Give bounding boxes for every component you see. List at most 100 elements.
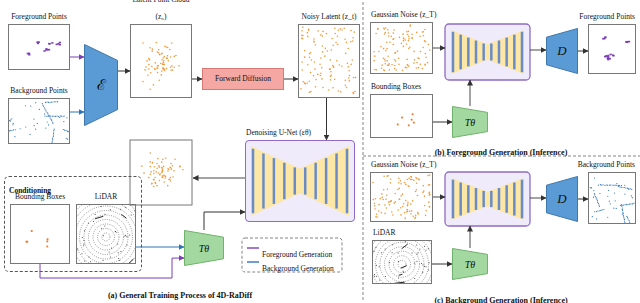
panel-divider: [363, 2, 364, 301]
flow-connector: [70, 57, 84, 58]
node-label: Gaussian Noise (z_T): [371, 10, 436, 19]
symbol-label: Tθ: [465, 259, 475, 270]
noisy-points: [373, 24, 430, 71]
process-box: Forward Diffusion: [202, 68, 284, 90]
heading-wrap: Background Points: [578, 153, 635, 171]
flow-connector: [284, 79, 298, 80]
flow-connector: [578, 199, 588, 200]
heading-wrap: Bounding Boxes: [371, 75, 421, 93]
node-label: Noisy Latent (z_t): [302, 12, 357, 21]
latent-box: Latent Point Cloud (z₀): [130, 24, 192, 98]
heading-wrap: Foreground Points: [579, 5, 635, 23]
decoder-block: D: [546, 176, 578, 222]
flow-connector: [136, 247, 184, 248]
fg-points: [602, 37, 630, 61]
condition-box: Bounding Boxes: [10, 204, 70, 264]
caption-wrap: (a) General Training Process of 4D-RaDif…: [30, 284, 330, 302]
node-label: Foreground Points: [579, 12, 635, 21]
legend-text: Foreground Generation: [262, 250, 332, 259]
point-box: Background Points: [588, 172, 636, 224]
flow-arrow: [193, 178, 245, 179]
panel-caption: (b) Foreground Generation (Inference): [435, 148, 568, 157]
encoder-block: ℰ: [84, 44, 118, 126]
heading-wrap: Conditioning: [9, 179, 51, 197]
flow-connector: [204, 212, 245, 230]
symbol-label: Tθ: [199, 243, 209, 254]
fg-points: [27, 41, 61, 55]
point-box: Foreground Points: [8, 24, 70, 70]
bbox-points: [397, 113, 415, 126]
flow-connector: [578, 51, 588, 52]
flow-arrow: [433, 197, 445, 198]
condition-box: LiDAR: [76, 204, 136, 264]
flow-connector: [432, 264, 452, 265]
heading-wrap: LiDAR: [95, 185, 118, 203]
flow-connector: [192, 79, 202, 80]
latent-box: Noisy Latent (z_t): [298, 24, 360, 98]
noisy-points: [300, 26, 356, 94]
panel-caption: (c) Background Generation (Inference): [434, 296, 567, 303]
caption-wrap: (c) Background Generation (Inference): [351, 289, 640, 303]
unet-box: Denoising U-Net (εθ): [245, 140, 355, 222]
condition-box: LiDAR: [372, 240, 432, 284]
flow-arrow: [470, 80, 471, 106]
legend-item: Background Generation: [262, 257, 334, 275]
node-label: Background Points: [578, 160, 635, 169]
heading-wrap: Gaussian Noise (z_T): [371, 3, 436, 21]
condition-box: Bounding Boxes: [370, 94, 433, 138]
node-label: LiDAR: [95, 192, 118, 201]
flow-connector: [326, 98, 327, 140]
condition-encoder: Tθ: [184, 230, 224, 266]
symbol-label: D: [557, 44, 566, 58]
symbol-label: Tθ: [465, 117, 475, 128]
unet-symbol: [445, 172, 530, 226]
flow-arrow: [433, 48, 445, 49]
conditioning-group: ConditioningBounding BoxesLiDAR: [4, 176, 142, 272]
flow-connector: [118, 71, 130, 72]
flow-arrow: [530, 50, 546, 51]
node-label: Latent Point Cloud (z₀): [132, 0, 189, 21]
node-label: Conditioning: [9, 186, 51, 195]
point-box: Background Points: [8, 98, 70, 144]
point-illustrations: [0, 24, 636, 303]
symbol-label: D: [557, 192, 566, 206]
decoder-block: D: [546, 28, 578, 74]
legend-line: [247, 247, 259, 248]
legend-text: Background Generation: [262, 264, 334, 273]
node-label: Foreground Points: [11, 12, 67, 21]
node-label: Bounding Boxes: [371, 82, 421, 91]
legend-item: Foreground Generation: [262, 243, 332, 261]
heading-wrap: Background Points: [10, 79, 67, 97]
flow-arrow: [530, 198, 546, 199]
node-label: LiDAR: [373, 228, 396, 237]
heading-wrap: Foreground Points: [11, 5, 67, 23]
flow-connector: [70, 112, 84, 113]
condition-encoder: Tθ: [452, 106, 488, 138]
lidar-points: [373, 241, 431, 283]
bg-points: [9, 101, 69, 143]
condition-encoder: Tθ: [452, 248, 488, 280]
node-label: Forward Diffusion: [215, 75, 271, 83]
heading-wrap: LiDAR: [373, 221, 396, 239]
lat-points: [141, 152, 184, 187]
lidar-points: [77, 205, 135, 263]
panel-caption: (a) General Training Process of 4D-RaDif…: [108, 291, 252, 300]
latent-frame: [130, 140, 192, 205]
flow-arrow: [470, 226, 471, 248]
bbox-points: [26, 230, 49, 247]
symbol-label: ℰ: [97, 77, 106, 94]
node-label: Denoising U-Net (εθ): [246, 128, 311, 137]
heading-wrap: Latent Point Cloud (z₀): [128, 0, 194, 23]
lat-points: [142, 42, 180, 90]
noise-box: Gaussian Noise (z_T): [370, 172, 433, 222]
legend-frame: [242, 238, 342, 272]
caption-wrap: (b) Foreground Generation (Inference): [351, 141, 640, 159]
legend-line: [247, 261, 259, 262]
heading-wrap: Denoising U-Net (εθ): [246, 121, 326, 139]
bg-points: [590, 177, 635, 223]
unet-symbol: [245, 140, 355, 222]
noisy-points: [372, 174, 430, 219]
point-box: Foreground Points: [588, 24, 636, 74]
noise-box: Gaussian Noise (z_T): [370, 22, 433, 74]
